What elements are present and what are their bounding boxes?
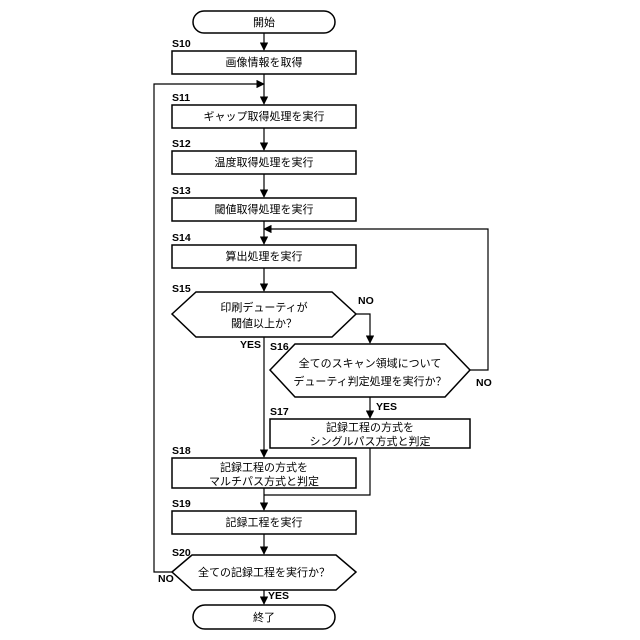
- node-s18: 記録工程の方式を マルチパス方式と判定: [172, 458, 356, 488]
- s16-yes-label: YES: [376, 401, 397, 413]
- step-label-s10: S10: [172, 38, 191, 50]
- step-label-s12: S12: [172, 138, 191, 150]
- s19-text: 記録工程を実行: [226, 515, 303, 529]
- s16-line1: 全てのスキャン領域について: [299, 356, 442, 370]
- step-label-s14: S14: [172, 232, 191, 244]
- s15-yes-label: YES: [240, 339, 261, 351]
- s14-text: 算出処理を実行: [226, 249, 303, 263]
- node-s15: 印刷デューティが 閾値以上か？: [172, 292, 356, 337]
- s15-line2: 閾値以上か？: [231, 317, 297, 330]
- node-start: 開始: [193, 11, 335, 33]
- edge-s15-no-s16: [356, 314, 370, 343]
- start-text: 開始: [253, 15, 275, 29]
- node-s16: 全てのスキャン領域について デューティ判定処理を実行か？: [270, 344, 470, 397]
- node-s20: 全ての記録工程を実行か？: [172, 555, 356, 590]
- step-label-s17: S17: [270, 406, 289, 418]
- s17-line1: 記録工程の方式を: [326, 420, 414, 434]
- s15-line1: 印刷デューティが: [220, 300, 307, 314]
- s20-text: 全ての記録工程を実行か？: [198, 565, 330, 579]
- step-label-s11: S11: [172, 92, 190, 104]
- s17-line2: シングルパス方式と判定: [310, 434, 431, 448]
- s16-no-label: NO: [476, 377, 492, 389]
- node-s10: 画像情報を取得: [172, 51, 356, 74]
- node-s17: 記録工程の方式を シングルパス方式と判定: [270, 419, 470, 448]
- s18-line1: 記録工程の方式を: [220, 460, 308, 474]
- s10-text: 画像情報を取得: [226, 56, 303, 69]
- node-s11: ギャップ取得処理を実行: [172, 105, 356, 128]
- s16-line2: デューティ判定処理を実行か？: [293, 374, 446, 388]
- node-s14: 算出処理を実行: [172, 245, 356, 268]
- node-end: 終了: [193, 605, 335, 629]
- step-label-s20: S20: [172, 547, 191, 559]
- s20-yes-label: YES: [268, 590, 289, 602]
- s20-no-label: NO: [158, 573, 174, 585]
- s11-text: ギャップ取得処理を実行: [204, 109, 325, 123]
- step-label-s18: S18: [172, 445, 191, 457]
- node-s13: 閾値取得処理を実行: [172, 198, 356, 221]
- step-label-s15: S15: [172, 283, 191, 295]
- node-s19: 記録工程を実行: [172, 511, 356, 534]
- s15-no-label: NO: [358, 295, 374, 307]
- node-s12: 温度取得処理を実行: [172, 151, 356, 174]
- s18-line2: マルチパス方式と判定: [209, 474, 319, 488]
- s13-text: 閾値取得処理を実行: [215, 202, 314, 216]
- step-label-s16: S16: [270, 341, 289, 353]
- end-text: 終了: [253, 610, 275, 624]
- step-label-s19: S19: [172, 498, 191, 510]
- step-label-s13: S13: [172, 185, 191, 197]
- s12-text: 温度取得処理を実行: [215, 155, 314, 169]
